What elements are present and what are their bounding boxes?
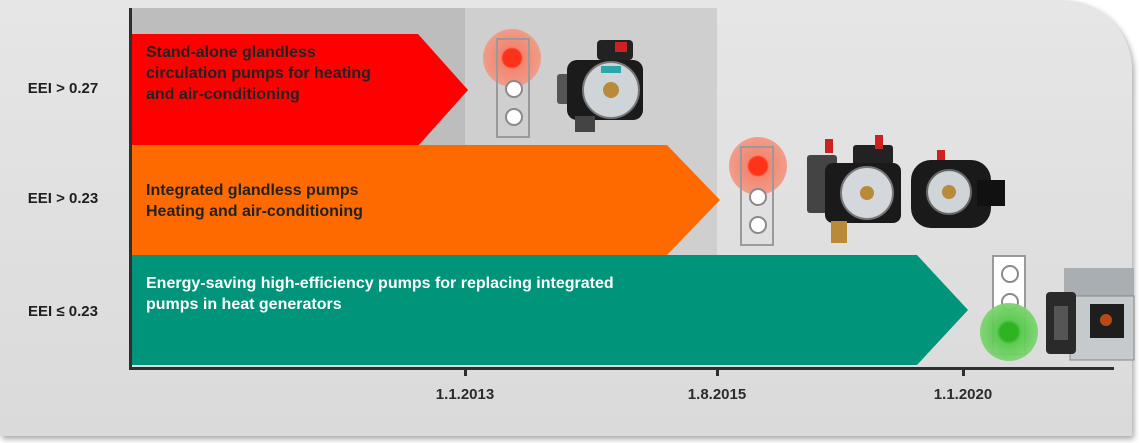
traffic-light-icon: [496, 38, 530, 138]
eei-label-027: EEI > 0.27: [27, 80, 99, 97]
arrow-line: circulation pumps for heating: [146, 65, 371, 82]
eei-label-le-023: EEI ≤ 0.23: [28, 303, 98, 320]
high-efficiency-pump-icon: [1046, 268, 1135, 361]
lamp-middle-icon: [749, 188, 767, 206]
arrow-line: Integrated glandless pumps: [146, 182, 359, 199]
date-label-2015: 1.8.2015: [687, 386, 747, 403]
tick-2015: [716, 367, 719, 376]
arrow-line: pumps in heat generators: [146, 296, 342, 313]
green-light-glow: [980, 303, 1038, 361]
lamp-middle-icon: [505, 80, 523, 98]
date-label-2013: 1.1.2013: [435, 386, 495, 403]
lamp-top-icon: [749, 160, 767, 178]
arrow-high-efficiency-pumps: [132, 255, 968, 365]
arrow-standalone-text: Stand-alone glandless circulation pumps …: [146, 42, 371, 105]
arrow-integrated-text: Integrated glandless pumps Heating and a…: [146, 180, 363, 222]
lamp-bottom-icon: [749, 216, 767, 234]
arrow-high-efficiency-text: Energy-saving high-efficiency pumps for …: [146, 273, 614, 315]
arrow-line: Stand-alone glandless: [146, 44, 316, 61]
arrow-line: Heating and air-conditioning: [146, 203, 363, 220]
y-axis-line: [129, 8, 132, 370]
compact-pump-icon: [911, 150, 1005, 228]
circulation-pump-icon: [557, 40, 643, 132]
arrow-line: Energy-saving high-efficiency pumps for …: [146, 275, 614, 292]
tick-2020: [962, 367, 965, 376]
lamp-top-icon: [505, 52, 523, 70]
arrow-integrated-pumps: [132, 145, 720, 255]
traffic-light-icon: [740, 146, 774, 246]
arrow-standalone-pumps: [132, 34, 468, 146]
date-label-2020: 1.1.2020: [933, 386, 993, 403]
lamp-top-icon: [1001, 265, 1019, 283]
tick-2013: [464, 367, 467, 376]
timeline-axis: [129, 367, 1114, 370]
lamp-bottom-icon: [505, 108, 523, 126]
integrated-pump-icon: [807, 135, 901, 243]
arrow-line: and air-conditioning: [146, 86, 300, 103]
eei-label-023: EEI > 0.23: [27, 190, 99, 207]
